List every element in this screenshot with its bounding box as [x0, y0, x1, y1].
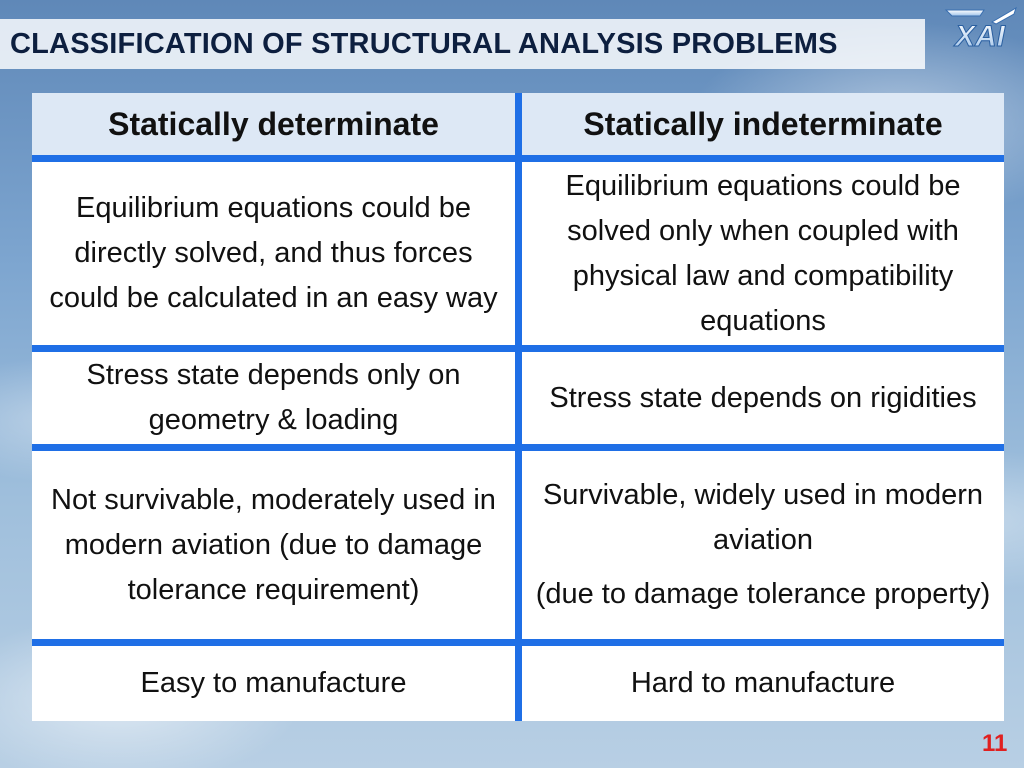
page-number: 11 [982, 730, 1008, 757]
table-cell-row2-left: Stress state depends only on geometry & … [32, 352, 515, 444]
table-cell-row2-right: Stress state depends on rigidities [522, 352, 1004, 444]
header-statically-determinate: Statically determinate [32, 93, 515, 155]
table-cell-row3-right: Survivable, widely used in modern aviati… [522, 451, 1004, 639]
table-cell-row1-right: Equilibrium equations could be solved on… [522, 162, 1004, 345]
header-statically-indeterminate: Statically indeterminate [522, 93, 1004, 155]
table-cell-row4-right: Hard to manufacture [522, 646, 1004, 721]
table-cell-row4-left: Easy to manufacture [32, 646, 515, 721]
table-cell-row1-left: Equilibrium equations could be directly … [32, 162, 515, 345]
slide-title: CLASSIFICATION OF STRUCTURAL ANALYSIS PR… [10, 27, 838, 60]
table-cell-row3-left: Not survivable, moderately used in moder… [32, 451, 515, 639]
title-bar: CLASSIFICATION OF STRUCTURAL ANALYSIS PR… [0, 19, 925, 69]
logo-lettering: XAI [953, 20, 1006, 53]
comparison-table: Statically determinate Statically indete… [32, 93, 1004, 721]
university-logo: XAI [944, 6, 1017, 54]
